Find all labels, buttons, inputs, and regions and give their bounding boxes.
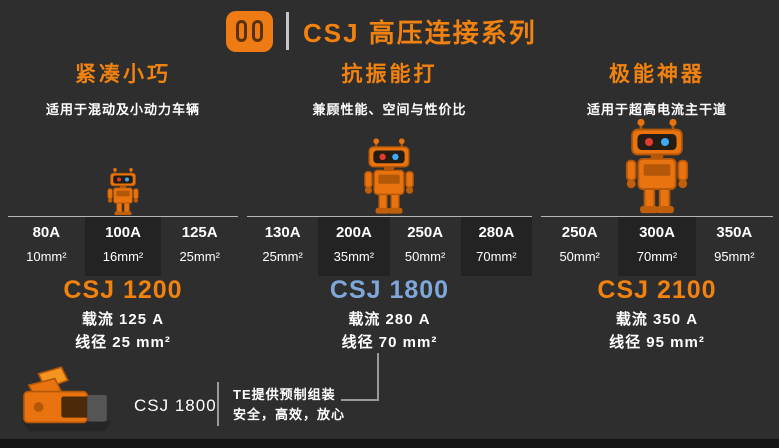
rating-wire: 70mm²	[636, 249, 678, 264]
footer-note-line1: TE提供预制组装	[233, 387, 336, 402]
page-title: CSJ 高压连接系列	[303, 17, 537, 48]
model-name: CSJ 2100	[597, 276, 717, 304]
rating-cell: 350A 95mm²	[696, 217, 773, 276]
callout-line-horizontal	[341, 399, 379, 401]
rating-cell: 130A 25mm²	[247, 217, 318, 276]
column-subtitle: 适用于混动及小动力车辆	[45, 102, 200, 117]
column-subtitle: 适用于超高电流主干道	[586, 102, 727, 117]
column-heading: 抗振能打	[341, 63, 438, 86]
callout-line-vertical	[377, 353, 379, 400]
rating-current: 250A	[407, 224, 444, 241]
rating-cell: 80A 10mm²	[8, 217, 85, 276]
rating-wire: 25mm²	[179, 249, 220, 264]
footer-note-line2: 安全，高效，放心	[233, 407, 346, 422]
header-divider	[286, 12, 289, 50]
rating-current: 300A	[639, 224, 675, 241]
rating-current: 350A	[716, 224, 753, 241]
rating-wire: 95mm²	[714, 249, 755, 264]
rating-wire: 25mm²	[262, 249, 303, 264]
model-wire-spec: 线径 95 mm²	[609, 334, 705, 351]
rating-wire: 16mm²	[102, 249, 144, 264]
footer-product-label: CSJ 1800	[134, 396, 217, 415]
rating-cell: 280A 70mm²	[460, 217, 532, 276]
rating-wire: 70mm²	[476, 249, 517, 264]
model-wire-spec: 线径 70 mm²	[341, 334, 438, 351]
rating-wire: 35mm²	[333, 249, 375, 264]
ratings-table: 250A 50mm² 300A 70mm² 350A 95mm²	[541, 216, 773, 276]
model-current-spec: 载流 280 A	[348, 311, 431, 328]
model-name: CSJ 1800	[329, 276, 450, 304]
model-name: CSJ 1200	[63, 276, 183, 304]
product-column-csj2100: 极能神器 适用于超高电流主干道 250A 50mm² 300A 70mm² 35…	[541, 0, 773, 360]
robot-mascot-large-icon	[625, 117, 689, 215]
rating-cell: 100A 16mm²	[84, 217, 162, 276]
rating-current: 200A	[335, 224, 372, 241]
column-subtitle: 兼顾性能、空间与性价比	[312, 102, 467, 117]
robot-mascot-small-icon	[107, 167, 139, 216]
column-heading: 极能神器	[609, 63, 705, 86]
rating-wire: 10mm²	[26, 249, 67, 264]
rating-cell: 125A 25mm²	[161, 217, 238, 276]
rating-cell: 300A 70mm²	[618, 217, 696, 276]
rating-current: 100A	[105, 224, 141, 241]
model-current-spec: 载流 350 A	[615, 311, 699, 328]
footer-note: TE提供预制组装 安全，高效，放心	[233, 385, 345, 425]
connector-logo-icon	[226, 10, 273, 52]
robot-mascot-medium-icon	[363, 137, 415, 215]
connector-product-image	[22, 366, 112, 432]
header: CSJ 高压连接系列	[226, 10, 537, 52]
model-wire-spec: 线径 25 mm²	[75, 334, 171, 351]
rating-current: 250A	[561, 224, 598, 241]
rating-cell: 200A 35mm²	[318, 217, 390, 276]
ratings-table: 130A 25mm² 200A 35mm² 250A 50mm² 280A 70…	[247, 216, 532, 276]
rating-current: 125A	[181, 224, 218, 241]
connector-slot-icon	[236, 20, 247, 42]
rating-wire: 50mm²	[404, 249, 446, 264]
rating-current: 130A	[264, 224, 301, 241]
rating-current: 80A	[32, 224, 61, 241]
ratings-table: 80A 10mm² 100A 16mm² 125A 25mm²	[8, 216, 238, 276]
column-heading: 紧凑小巧	[75, 63, 171, 86]
rating-cell: 250A 50mm²	[541, 217, 618, 276]
product-column-csj1800: 抗振能打 兼顾性能、空间与性价比 130A 25mm² 200A 35mm² 2…	[247, 0, 532, 360]
connector-slot-icon	[252, 20, 263, 42]
rating-wire: 50mm²	[559, 249, 600, 264]
footer-divider	[217, 382, 219, 426]
bottom-bar	[0, 439, 779, 448]
rating-cell: 250A 50mm²	[390, 217, 461, 276]
product-column-csj1200: 紧凑小巧 适用于混动及小动力车辆 80A 10mm² 100A 16mm² 12…	[8, 0, 238, 360]
model-current-spec: 载流 125 A	[81, 311, 165, 328]
rating-current: 280A	[478, 224, 515, 241]
